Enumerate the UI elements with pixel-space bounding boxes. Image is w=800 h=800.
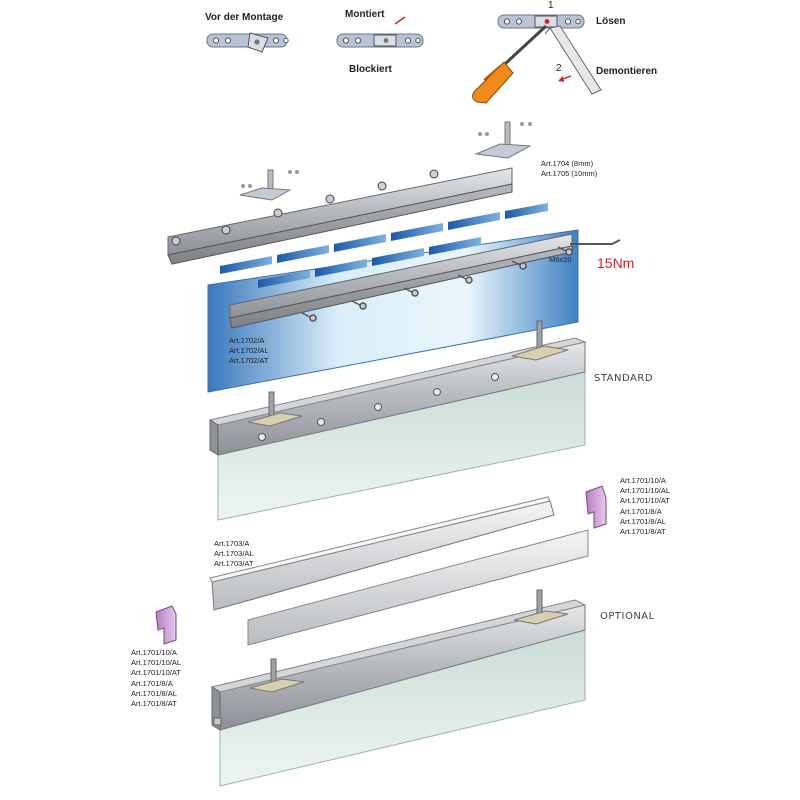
step-vor-der-montage: Vor der Montage [205, 12, 289, 53]
label-demontieren: Demontieren [596, 66, 657, 77]
label-endcap-left-5: Art.1701/8/AL [131, 689, 177, 698]
screwdriver-icon [472, 24, 548, 104]
hanger-right-standard [511, 320, 569, 361]
label-art-1702-al: Art.1702/AL [229, 346, 269, 355]
label-standard: STANDARD [594, 373, 653, 384]
bracket-plate-icon [336, 33, 424, 48]
ceiling-mount-right [474, 121, 532, 159]
label-endcap-left-3: Art.1701/10/AT [131, 668, 181, 677]
hanger-right-optional [513, 589, 569, 625]
label-optional: OPTIONAL [600, 611, 655, 622]
label-art-1702-a: Art.1702/A [229, 336, 264, 345]
label-endcap-right-1: Art.1701/10/A [620, 476, 666, 485]
upper-rail [167, 167, 513, 265]
step-number-1: 1 [548, 0, 554, 11]
label-endcap-right-4: Art.1701/8/A [620, 507, 662, 516]
label-screw-size: M6x20 [549, 255, 572, 264]
label-cover-1: Art.1703/A [214, 539, 249, 548]
label-endcap-right-5: Art.1701/8/AL [620, 517, 666, 526]
release-wrench-icon [544, 25, 602, 95]
optional-assembly [210, 589, 587, 787]
label-endcap-left-4: Art.1701/8/A [131, 679, 173, 688]
label-art-1702-at: Art.1702/AT [229, 356, 269, 365]
label-endcap-right-2: Art.1701/10/AL [620, 486, 670, 495]
label-vor-der-montage: Vor der Montage [205, 12, 284, 23]
front-clamp-rail [229, 233, 573, 329]
red-arrow-icon [394, 16, 406, 25]
label-cover-3: Art.1703/AT [214, 559, 254, 568]
step-loesen-demontieren: 1 Lösen 2 Demontieren [472, 0, 657, 104]
label-art-1705: Art.1705 (10mm) [541, 169, 598, 178]
bracket-plate-icon [497, 14, 585, 29]
step-number-2: 2 [556, 63, 562, 74]
label-endcap-left-1: Art.1701/10/A [131, 648, 177, 657]
label-blockiert: Blockiert [349, 64, 392, 75]
standard-assembly [208, 320, 587, 521]
exploded-assembly: Art.1704 (8mm) Art.1705 (10mm) [167, 121, 634, 393]
label-torque: 15Nm [597, 255, 634, 271]
label-art-1704: Art.1704 (8mm) [541, 159, 594, 168]
label-endcap-right-6: Art.1701/8/AT [620, 527, 666, 536]
endcap-icon [155, 605, 177, 645]
hanger-left-standard [247, 391, 303, 427]
left-endcap [155, 605, 177, 645]
bracket-plate-icon [206, 32, 289, 53]
hanger-left-optional [249, 658, 305, 693]
label-endcap-right-3: Art.1701/10/AT [620, 496, 670, 505]
label-montiert: Montiert [345, 9, 385, 20]
label-cover-2: Art.1703/AL [214, 549, 254, 558]
clamping-strips [220, 203, 548, 288]
cover-profile-front [247, 529, 589, 646]
ceiling-mount-left [239, 169, 299, 201]
label-endcap-left-6: Art.1701/8/AT [131, 699, 177, 708]
right-endcap [585, 485, 607, 529]
label-loesen: Lösen [596, 16, 625, 27]
allen-key-icon [570, 239, 621, 245]
cover-profiles [209, 496, 589, 646]
step-montiert: Montiert Blockiert [336, 9, 424, 75]
endcap-icon [585, 485, 607, 529]
label-endcap-left-2: Art.1701/10/AL [131, 658, 181, 667]
